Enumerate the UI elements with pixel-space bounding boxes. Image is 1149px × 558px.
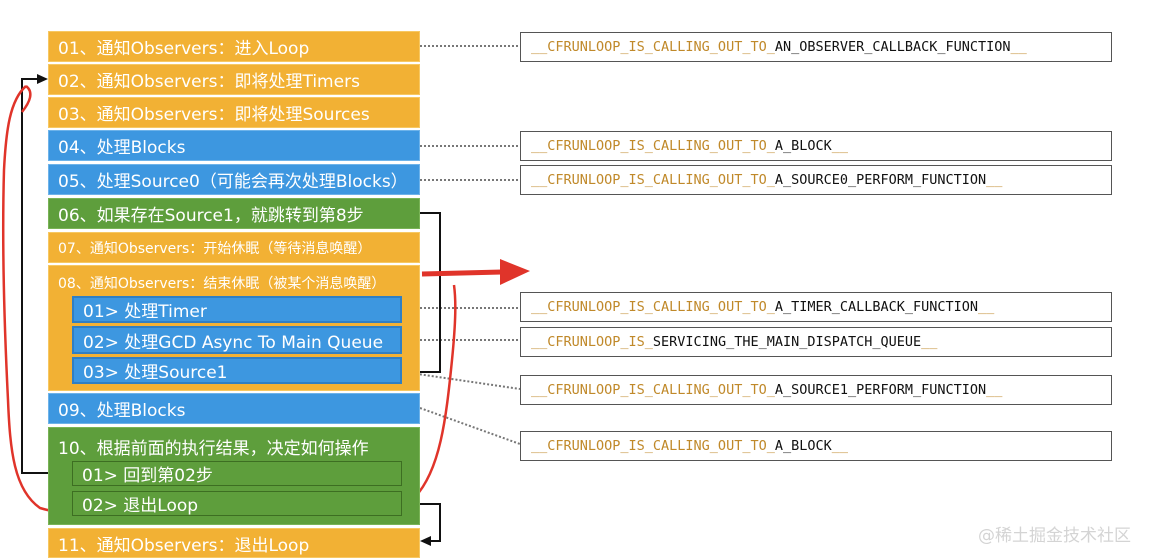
step-06: 06、如果存在Source1，就跳转到第8步	[48, 198, 420, 229]
step-08-sub-01: 01> 处理Timer	[72, 296, 402, 323]
function-name: A_BLOCK	[774, 138, 832, 154]
exit-arrow	[402, 503, 441, 542]
function-suffix: __	[831, 138, 849, 154]
function-box-block: __CFRUNLOOP_IS_CALLING_OUT_TO_A_BLOCK__	[520, 131, 1112, 161]
red-arrow-shaft	[421, 269, 503, 277]
function-name: A_SOURCE0_PERFORM_FUNCTION	[774, 172, 987, 188]
loop-back-arrow	[21, 78, 72, 474]
step-08-sub-02: 02> 处理GCD Async To Main Queue	[72, 326, 402, 354]
function-prefix: __CFRUNLOOP_IS_CALLING_OUT_TO_	[531, 299, 775, 315]
function-box-observer-callback: __CFRUNLOOP_IS_CALLING_OUT_TO_AN_OBSERVE…	[520, 32, 1112, 62]
function-box-main-dispatch-queue: __CFRUNLOOP_IS_SERVICING_THE_MAIN_DISPAT…	[520, 327, 1112, 357]
step-02: 02、通知Observers：即将处理Timers	[48, 64, 420, 95]
loop-back-arrowhead	[37, 74, 48, 84]
function-box-source1: __CFRUNLOOP_IS_CALLING_OUT_TO_A_SOURCE1_…	[520, 375, 1112, 405]
function-prefix: __CFRUNLOOP_IS_CALLING_OUT_TO_	[531, 172, 775, 188]
function-prefix: __CFRUNLOOP_IS_	[531, 334, 653, 350]
function-suffix: __	[978, 299, 995, 315]
step-10-sub-01: 01> 回到第02步	[72, 461, 402, 486]
function-name: A_SOURCE1_PERFORM_FUNCTION	[774, 382, 987, 398]
jump-arrow-06-to-source1	[410, 212, 441, 373]
red-arrow-head	[500, 259, 530, 285]
step-04: 04、处理Blocks	[48, 130, 420, 161]
step-01: 01、通知Observers：进入Loop	[48, 31, 420, 62]
function-box-source0: __CFRUNLOOP_IS_CALLING_OUT_TO_A_SOURCE0_…	[520, 165, 1112, 195]
function-box-block-2: __CFRUNLOOP_IS_CALLING_OUT_TO_A_BLOCK__	[520, 431, 1112, 461]
function-prefix: __CFRUNLOOP_IS_CALLING_OUT_TO_	[531, 138, 775, 154]
function-suffix: __	[986, 172, 1003, 188]
function-name: SERVICING_THE_MAIN_DISPATCH_QUEUE	[652, 334, 922, 350]
function-prefix: __CFRUNLOOP_IS_CALLING_OUT_TO_	[531, 382, 775, 398]
step-07: 07、通知Observers：开始休眠（等待消息唤醒）	[48, 232, 420, 263]
function-prefix: __CFRUNLOOP_IS_CALLING_OUT_TO_	[531, 39, 775, 55]
red-annotation-hook	[21, 85, 32, 113]
step-09: 09、处理Blocks	[48, 393, 420, 424]
function-box-timer-callback: __CFRUNLOOP_IS_CALLING_OUT_TO_A_TIMER_CA…	[520, 292, 1112, 322]
step-10-sub-02: 02> 退出Loop	[72, 491, 402, 516]
function-name: AN_OBSERVER_CALLBACK_FUNCTION	[774, 39, 1011, 55]
function-suffix: __	[831, 438, 849, 454]
step-08-sub-03: 03> 处理Source1	[72, 357, 402, 384]
function-suffix: __	[986, 382, 1003, 398]
step-03: 03、通知Observers：即将处理Sources	[48, 97, 420, 128]
function-name: A_TIMER_CALLBACK_FUNCTION	[774, 299, 979, 315]
connector-09	[419, 407, 521, 445]
connector-08-03	[403, 371, 521, 390]
function-prefix: __CFRUNLOOP_IS_CALLING_OUT_TO_	[531, 438, 775, 454]
exit-arrowhead	[420, 536, 431, 546]
step-05: 05、处理Source0（可能会再次处理Blocks）	[48, 164, 420, 195]
function-suffix: __	[1010, 39, 1027, 55]
function-suffix: __	[921, 334, 938, 350]
watermark: @稀土掘金技术社区	[978, 526, 1131, 546]
function-name: A_BLOCK	[774, 438, 832, 454]
step-11: 11、通知Observers：退出Loop	[48, 528, 420, 558]
